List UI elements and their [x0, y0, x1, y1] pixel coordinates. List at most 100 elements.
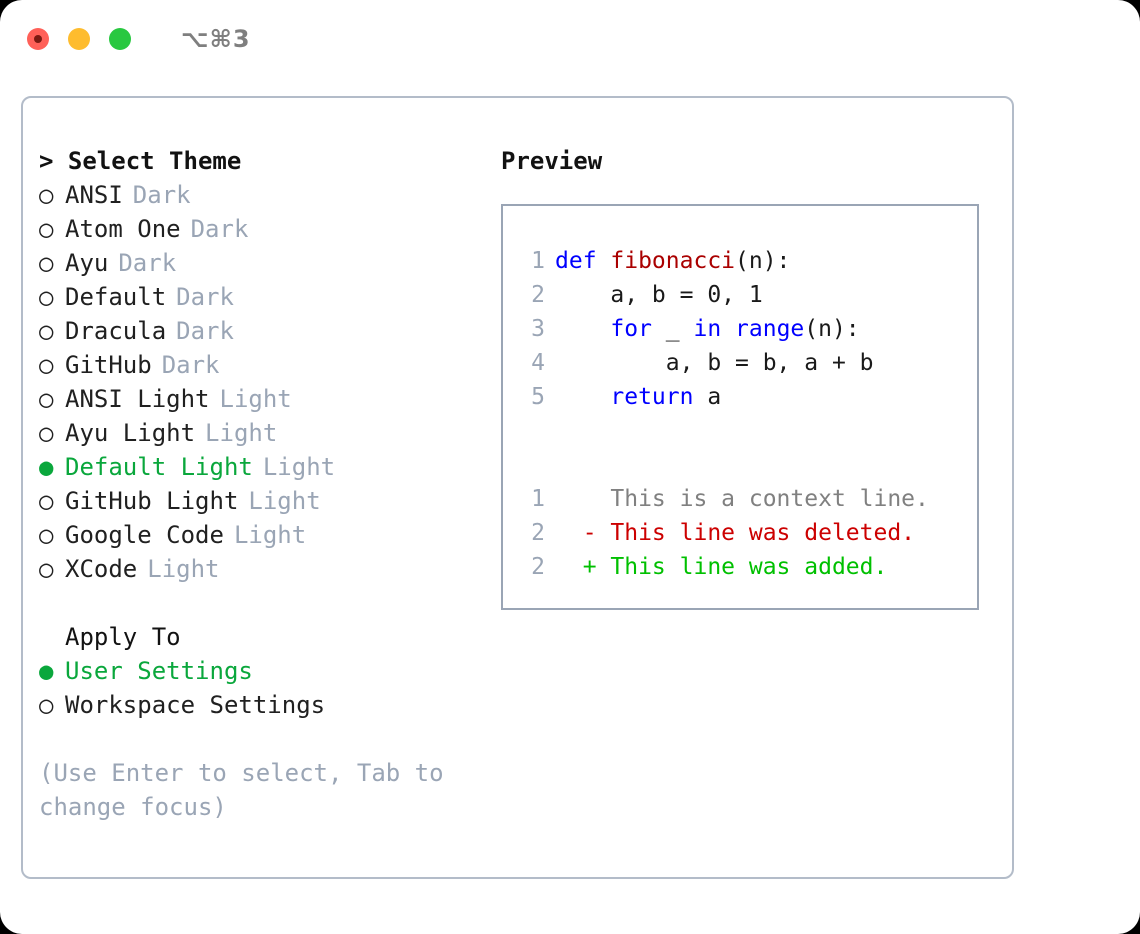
- theme-list-item[interactable]: ○ Google Code Light: [39, 518, 489, 552]
- code-line: 4 a, b = b, a + b: [503, 346, 977, 380]
- radio-unselected-icon[interactable]: ○: [39, 181, 54, 209]
- line-number: 1: [531, 486, 545, 512]
- line-number: 2: [531, 554, 545, 580]
- theme-variant-badge: Light: [233, 521, 307, 549]
- theme-list-item[interactable]: ○ ANSI Dark: [39, 178, 489, 212]
- theme-list-item[interactable]: ○ Default Dark: [39, 280, 489, 314]
- diff-sample: 1 This is a context line.2 - This line w…: [503, 482, 977, 584]
- code-token: (n):: [804, 316, 860, 342]
- radio-unselected-icon[interactable]: ○: [39, 283, 54, 311]
- theme-name-label: ANSI: [65, 181, 123, 209]
- theme-list-item[interactable]: ○ Ayu Dark: [39, 246, 489, 280]
- diff-text: This is a context line.: [555, 486, 929, 512]
- keyboard-shortcut-label: ⌥⌘3: [181, 25, 251, 53]
- title-bar: ⌥⌘3: [0, 0, 1140, 78]
- code-text: for _ in range(n):: [555, 312, 860, 346]
- minimize-window-icon[interactable]: [68, 28, 90, 50]
- code-token: (n):: [735, 248, 791, 274]
- theme-name-label: Ayu: [65, 249, 109, 277]
- code-text: return a: [555, 380, 721, 414]
- apply-to-list[interactable]: ● User Settings ○ Workspace Settings: [39, 654, 489, 722]
- code-token: [555, 384, 610, 410]
- theme-list-item[interactable]: ○ GitHub Light Light: [39, 484, 489, 518]
- radio-unselected-icon[interactable]: ○: [39, 521, 54, 549]
- spacer: [503, 448, 977, 482]
- code-text: def fibonacci(n):: [555, 244, 790, 278]
- radio-unselected-icon[interactable]: ○: [39, 419, 54, 447]
- code-token: in range: [693, 316, 805, 342]
- close-window-icon[interactable]: [27, 28, 49, 50]
- theme-name-label: XCode: [65, 555, 138, 583]
- code-line: 5 return a: [503, 380, 977, 414]
- radio-unselected-icon[interactable]: ○: [39, 215, 54, 243]
- theme-variant-badge: Dark: [132, 181, 191, 209]
- line-number: 2: [531, 282, 545, 308]
- theme-variant-badge: Dark: [118, 249, 177, 277]
- radio-unselected-icon[interactable]: ○: [39, 351, 54, 379]
- apply-to-item[interactable]: ○ Workspace Settings: [39, 688, 489, 722]
- radio-unselected-icon[interactable]: ○: [39, 249, 54, 277]
- theme-name-label: ANSI Light: [65, 385, 210, 413]
- theme-list-item[interactable]: ● Default Light Light: [39, 450, 489, 484]
- code-token: a, b = b, a + b: [555, 350, 874, 376]
- code-token: [555, 316, 610, 342]
- theme-name-label: GitHub Light: [65, 487, 239, 515]
- code-token: return: [610, 384, 694, 410]
- code-line: 3 for _ in range(n):: [503, 312, 977, 346]
- radio-unselected-icon[interactable]: ○: [39, 691, 54, 719]
- theme-name-label: Ayu Light: [65, 419, 196, 447]
- theme-variant-badge: Light: [262, 453, 336, 481]
- apply-to-header: Apply To: [65, 623, 181, 651]
- theme-name-label: Default Light: [65, 453, 253, 481]
- radio-unselected-icon[interactable]: ○: [39, 317, 54, 345]
- theme-list-item[interactable]: ○ XCode Light: [39, 552, 489, 586]
- theme-variant-badge: Light: [219, 385, 292, 413]
- code-token: _: [651, 316, 694, 342]
- radio-unselected-icon[interactable]: ○: [39, 487, 54, 515]
- diff-line: 2 + This line was added.: [503, 550, 977, 584]
- code-token: a: [693, 384, 722, 410]
- radio-unselected-icon[interactable]: ○: [39, 555, 54, 583]
- radio-unselected-icon[interactable]: ○: [39, 385, 54, 413]
- code-token: for: [610, 316, 652, 342]
- apply-to-item[interactable]: ● User Settings: [39, 654, 489, 688]
- code-token: a, b = 0, 1: [555, 282, 763, 308]
- theme-variant-badge: Light: [147, 555, 220, 583]
- theme-list-item[interactable]: ○ Dracula Dark: [39, 314, 489, 348]
- select-theme-header: > Select Theme: [39, 147, 242, 175]
- maximize-window-icon[interactable]: [109, 28, 131, 50]
- code-text: a, b = 0, 1: [555, 278, 763, 312]
- code-sample: 1 def fibonacci(n): 2 a, b = 0, 1 3 for _ i…: [503, 244, 977, 414]
- theme-variant-badge: Light: [248, 487, 321, 515]
- diff-text: + This line was added.: [555, 554, 888, 580]
- theme-name-label: Dracula: [65, 317, 167, 345]
- line-number: 3: [531, 316, 545, 342]
- theme-name-label: Default: [65, 283, 167, 311]
- theme-variant-badge: Dark: [176, 317, 234, 345]
- preview-header: Preview: [501, 147, 603, 175]
- theme-name-label: GitHub: [65, 351, 152, 379]
- theme-list-item[interactable]: ○ GitHub Dark: [39, 348, 489, 382]
- theme-variant-badge: Dark: [161, 351, 220, 379]
- radio-selected-icon[interactable]: ●: [39, 453, 54, 481]
- theme-list-item[interactable]: ○ ANSI Light Light: [39, 382, 489, 416]
- line-number: 5: [531, 384, 545, 410]
- radio-selected-icon[interactable]: ●: [39, 657, 54, 685]
- line-number: 2: [531, 520, 545, 546]
- apply-to-label: Workspace Settings: [65, 691, 326, 719]
- line-number: 4: [531, 350, 545, 376]
- theme-name-label: Google Code: [65, 521, 224, 549]
- theme-variant-badge: Dark: [176, 283, 234, 311]
- apply-to-label: User Settings: [65, 657, 253, 685]
- keyboard-hint-text: (Use Enter to select, Tab to change focu…: [39, 759, 444, 821]
- code-token: def: [555, 248, 611, 274]
- line-number: 1: [531, 248, 545, 274]
- code-text: a, b = b, a + b: [555, 346, 874, 380]
- theme-name-label: Atom One: [65, 215, 181, 243]
